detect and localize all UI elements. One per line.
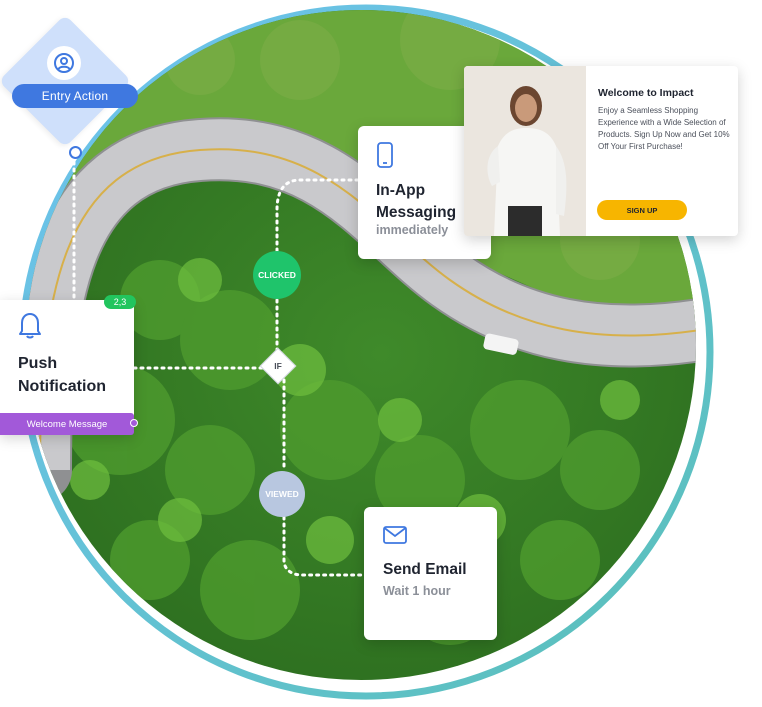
model-photo [464,66,586,236]
send-email-subtitle: Wait 1 hour [383,584,451,598]
welcome-popup [464,66,738,236]
send-email-title: Send Email [383,561,467,578]
bell-icon [16,310,44,345]
entry-action-label[interactable]: Entry Action [12,84,138,108]
welcome-message-dot [130,419,138,427]
popup-title: Welcome to Impact [598,87,694,99]
clicked-node[interactable]: CLICKED [253,251,301,299]
if-label: IF [274,361,282,371]
popup-body: Enjoy a Seamless Shopping Experience wit… [598,106,730,151]
envelope-icon [383,526,407,549]
in-app-messaging-subtitle: immediately [376,223,449,237]
phone-icon [376,142,394,173]
push-badge: 2,3 [104,295,136,309]
viewed-node[interactable]: VIEWED [259,471,305,517]
user-circle-icon [47,46,81,80]
welcome-message-label[interactable]: Welcome Message [0,413,134,435]
entry-connector-dot [69,146,82,159]
sign-up-button[interactable]: SIGN UP [597,200,687,220]
